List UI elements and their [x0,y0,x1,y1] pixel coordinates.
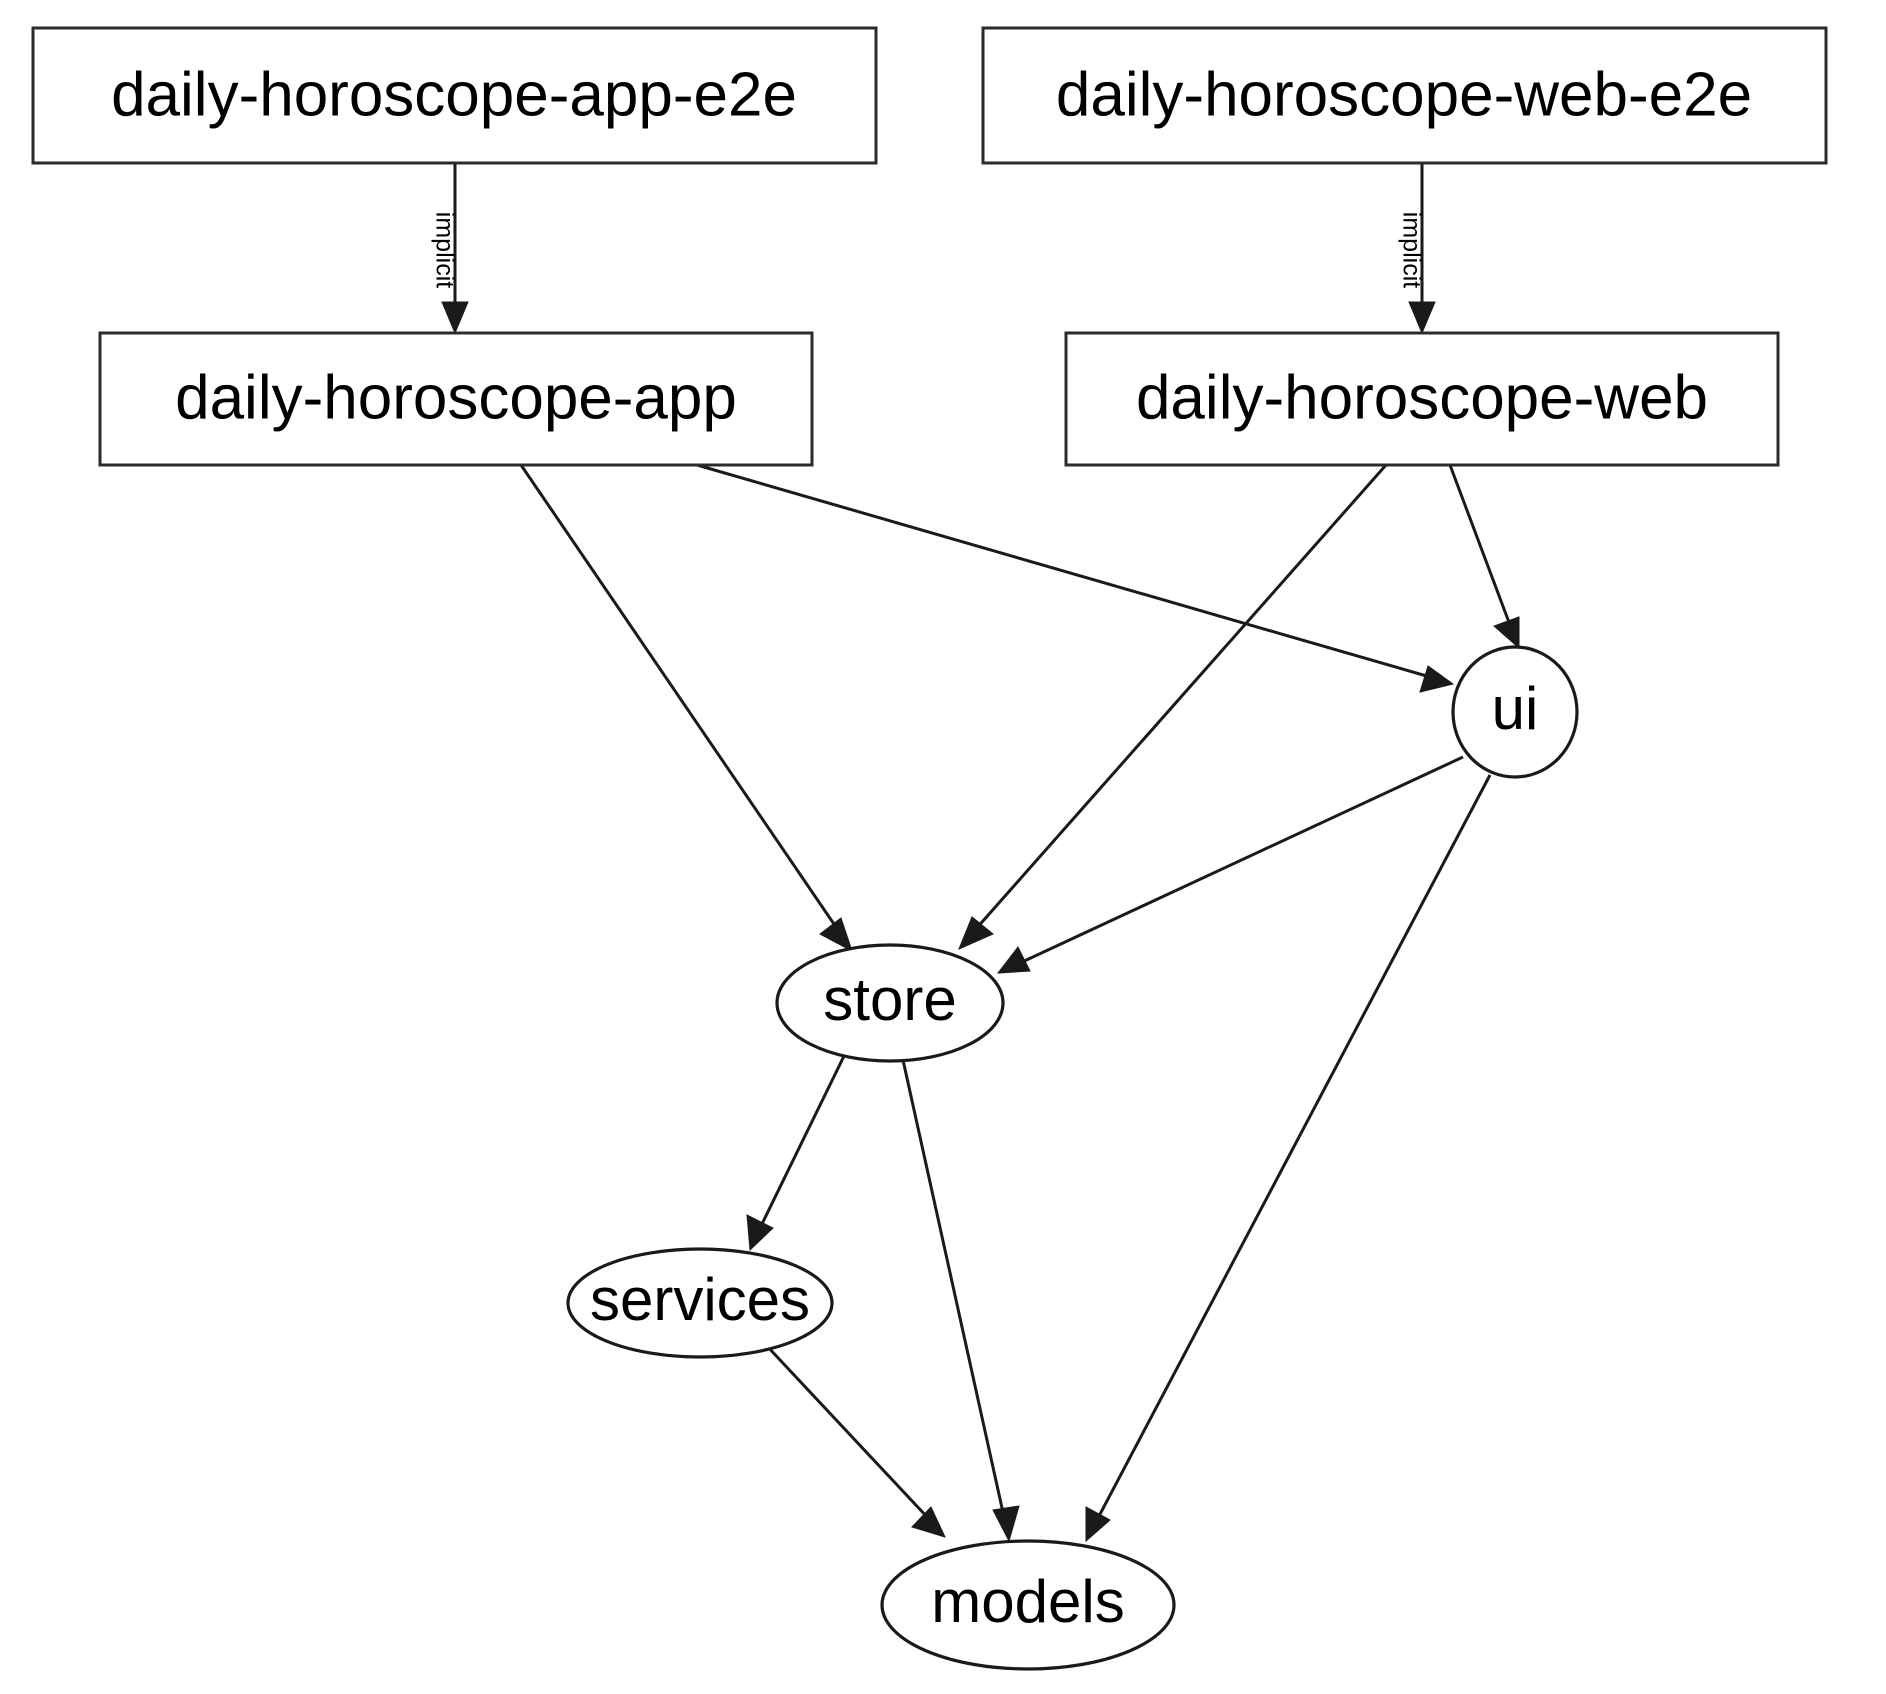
node-label: store [823,966,956,1033]
node-rect[interactable] [31,26,878,165]
arrowhead-icon [819,917,853,953]
node-ui[interactable]: ui [1451,645,1579,779]
arrowhead-icon [441,301,469,335]
node-daily-horoscope-web-e2e[interactable]: daily-horoscope-web-e2e [981,26,1828,165]
edge-web-to-ui [1448,464,1520,650]
node-ellipse[interactable] [1451,645,1579,779]
edge-app-to-ui [696,463,1455,693]
edge-line [519,464,840,931]
arrowhead-icon [746,1214,774,1252]
node-ellipse[interactable] [566,1247,834,1359]
edge-line [696,463,1431,679]
edge-web-e2e-to-web: implicit [1397,163,1436,335]
arrowhead-icon [911,1506,946,1538]
arrowhead-icon [992,1505,1020,1543]
arrowhead-icon [1493,616,1520,650]
edge-services-to-models [764,1343,946,1538]
edge-line [1096,774,1492,1519]
node-rect[interactable] [1064,331,1780,467]
edge-line [758,1053,847,1229]
node-rect[interactable] [981,26,1828,165]
node-label: services [590,1266,810,1333]
node-services[interactable]: services [566,1247,834,1359]
edge-app-e2e-to-app: implicit [430,163,469,335]
edge-line [1448,464,1512,626]
edge-line [901,1059,1006,1518]
edge-web-to-store [958,464,1388,950]
edge-app-to-store [519,464,853,953]
edge-store-to-models [901,1059,1020,1543]
arrowhead-icon [1419,665,1455,693]
arrowhead-icon [1085,1506,1111,1543]
edge-label-implicit-web: implicit [1397,212,1425,288]
node-daily-horoscope-app-e2e[interactable]: daily-horoscope-app-e2e [31,26,878,165]
arrowhead-icon [1408,301,1436,335]
node-label: daily-horoscope-app-e2e [111,60,797,129]
edge-label-implicit-app: implicit [430,212,458,288]
node-label: daily-horoscope-web-e2e [1056,60,1752,129]
edge-line [1019,755,1464,965]
edge-store-to-services [746,1053,847,1252]
node-label: daily-horoscope-app [175,363,737,432]
node-daily-horoscope-web[interactable]: daily-horoscope-web [1064,331,1780,467]
arrowhead-icon [958,916,994,950]
edge-ui-to-models [1085,774,1492,1543]
arrowhead-icon [996,946,1031,974]
node-ellipse[interactable] [880,1539,1176,1671]
node-label: daily-horoscope-web [1136,363,1708,432]
node-label: ui [1492,675,1539,742]
node-store[interactable]: store [775,943,1005,1063]
node-ellipse[interactable] [775,943,1005,1063]
edge-ui-to-store [996,755,1464,974]
node-daily-horoscope-app[interactable]: daily-horoscope-app [98,331,814,467]
node-rect[interactable] [98,331,814,467]
edge-line [973,464,1388,931]
edge-line [764,1343,930,1520]
node-models[interactable]: models [880,1539,1176,1671]
node-label: models [931,1568,1124,1635]
